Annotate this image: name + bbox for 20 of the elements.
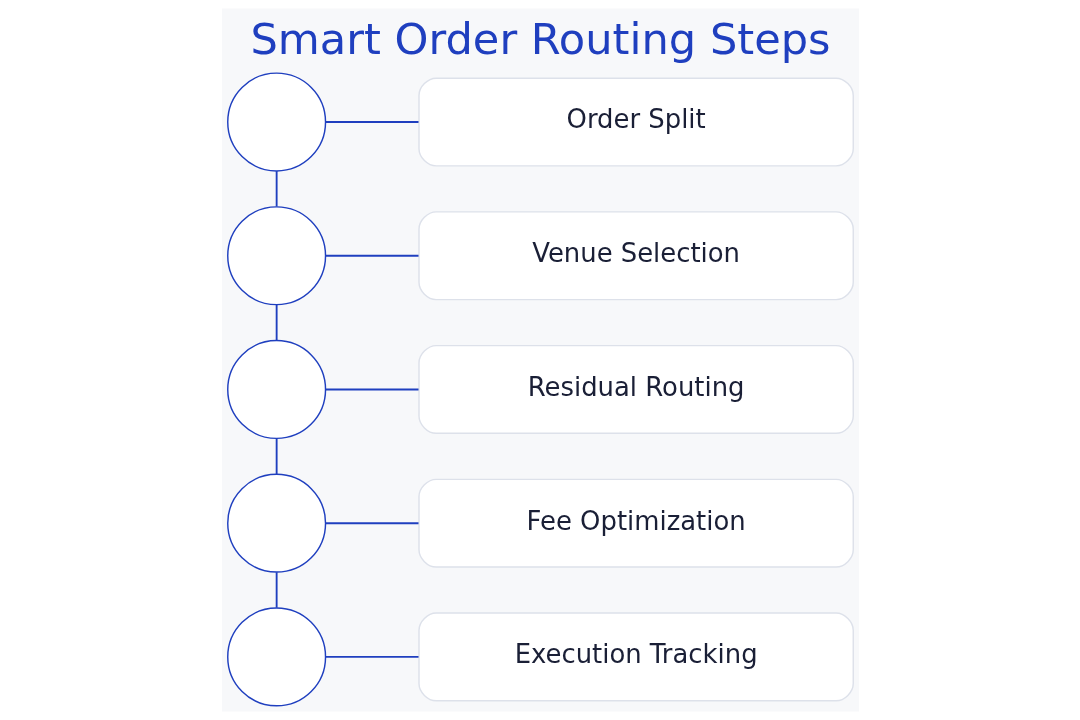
node-circle (226, 206, 326, 306)
connector (275, 571, 278, 609)
node-box: Fee Optimization (417, 478, 854, 568)
connector (324, 254, 419, 257)
connector (324, 121, 419, 123)
connector (275, 170, 278, 208)
node-box: Venue Selection (417, 211, 854, 301)
diagram-title: Smart Order Routing Steps (249, 14, 831, 65)
node-box: Residual Routing (417, 344, 854, 435)
node-circle (226, 339, 326, 440)
node-box: Order Split (417, 77, 854, 167)
connector (275, 303, 278, 342)
connector (324, 388, 419, 391)
connector (324, 522, 419, 525)
node-circle (226, 607, 326, 707)
node-box: Execution Tracking (417, 612, 854, 702)
node-circle (226, 72, 326, 172)
node-circle (226, 473, 326, 573)
connector (275, 437, 278, 475)
connector (324, 656, 419, 658)
